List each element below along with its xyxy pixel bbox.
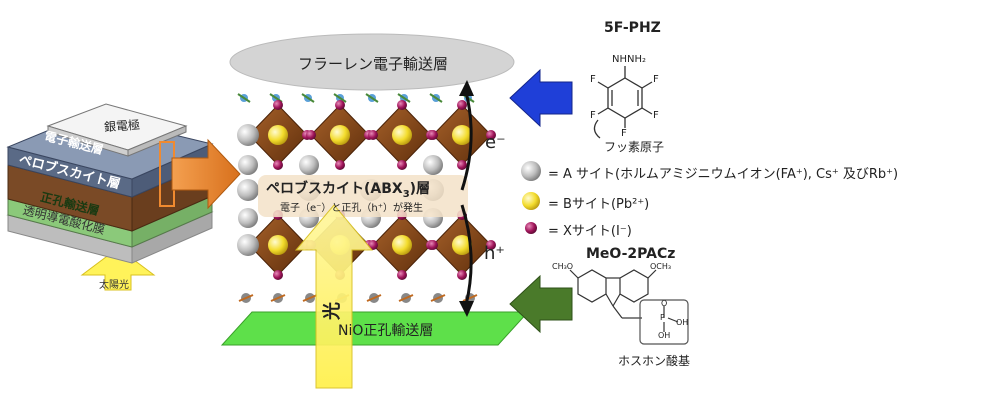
x-site-sphere [397, 270, 407, 280]
hole-label: h⁺ [484, 243, 505, 264]
phz-f2: F [653, 74, 659, 85]
b-site-sphere [268, 125, 288, 145]
a-site-sphere [238, 208, 258, 228]
b-site-sphere [392, 125, 412, 145]
a-site-sphere [423, 155, 443, 175]
electron-arrow [460, 91, 473, 191]
x-site-sphere [368, 130, 378, 140]
carrier-generation-label: 電子（e⁻）と正孔（h⁺）が発生 [280, 203, 424, 214]
etl-molecule-bond [429, 93, 443, 103]
stack-to-crystal-arrow [171, 138, 241, 210]
x-site-sphere [486, 130, 496, 140]
phz-structure [593, 66, 653, 139]
b-site-sphere [268, 235, 288, 255]
phz-f3: F [590, 110, 596, 121]
x-site-sphere [306, 130, 316, 140]
pacz-oh1: OH [676, 318, 689, 327]
x-site-sphere [457, 100, 467, 110]
a-site-sphere [299, 155, 319, 175]
x-site-sphere [428, 240, 438, 250]
etl-molecule-bond [365, 93, 379, 103]
sunlight-label: 太陽光 [99, 280, 129, 291]
x-site-sphere [273, 160, 283, 170]
htl-molecule-bond [462, 294, 478, 302]
perovskite-abx-sub: 3 [402, 188, 410, 200]
phz-f1: F [590, 74, 596, 85]
legend-x-text: = Xサイト(I⁻) [548, 224, 632, 239]
etl-molecule-bond [301, 93, 315, 103]
light-arrow [294, 204, 374, 389]
x-site-sphere [273, 270, 283, 280]
etl-molecule-bond [237, 93, 251, 103]
legend-b-sphere [522, 192, 540, 210]
x-site-sphere [457, 160, 467, 170]
electron-label: e⁻ [485, 132, 506, 153]
etl-molecule-bond [333, 93, 347, 103]
phz-f4: F [653, 110, 659, 121]
htl-molecule-bond [430, 294, 446, 302]
b-site-sphere [392, 235, 412, 255]
light-label: 光 [322, 302, 343, 320]
crystal-structure [220, 33, 530, 389]
pacz-ome-right: OCH₃ [650, 262, 672, 271]
b-site-sphere [452, 235, 472, 255]
legend-x-sphere [525, 222, 537, 234]
legend-a-sphere [521, 161, 541, 181]
pacz-structure [569, 269, 689, 345]
a-site-sphere [237, 234, 259, 256]
pacz-title: MeO-2PACz [586, 246, 676, 262]
htl-molecule-bond [270, 294, 286, 302]
phz-title: 5F-PHZ [604, 20, 661, 36]
b-site-sphere [330, 125, 350, 145]
htl-molecule-bond [238, 294, 254, 302]
phz-group: NHNH₂ [612, 54, 647, 65]
pacz-p: P [660, 313, 665, 322]
htl-molecule-bond [302, 294, 318, 302]
x-site-sphere [457, 270, 467, 280]
htl-molecule-bond [398, 294, 414, 302]
x-site-sphere [397, 160, 407, 170]
x-site-sphere [335, 160, 345, 170]
a-site-sphere [237, 179, 259, 201]
device-stack [6, 103, 241, 291]
etl-molecule-arrow [509, 68, 573, 128]
phz-note: フッ素原子 [604, 140, 665, 154]
pacz-oh2: OH [658, 331, 671, 340]
hole-arrow [460, 204, 473, 306]
htl-molecule-bond [366, 294, 382, 302]
b-site-sphere [452, 125, 472, 145]
silver-electrode-label: 銀電極 [103, 117, 141, 135]
a-site-sphere [237, 124, 259, 146]
a-site-sphere [238, 155, 258, 175]
perovskite-label-band [258, 175, 468, 217]
etl-molecule-bond [397, 93, 411, 103]
x-site-sphere [273, 100, 283, 110]
htl-molecule-arrow [509, 274, 573, 334]
perovskite-abx-tail: )層 [409, 181, 431, 197]
nio-label: NiO正孔輸送層 [338, 323, 434, 339]
perovskite-abx-main: ペロブスカイト(ABX [266, 181, 403, 197]
x-site-sphere [486, 240, 496, 250]
fullerene-layer [229, 33, 515, 91]
fullerene-label: フラーレン電子輸送層 [298, 55, 449, 73]
pacz-o: O [661, 299, 668, 308]
phz-f5: F [621, 128, 627, 139]
pacz-note: ホスホン酸基 [618, 354, 691, 368]
legend-b-text: = Bサイト(Pb²⁺) [548, 197, 650, 212]
pacz-ome-left: CH₃O [552, 262, 574, 271]
perovskite-abx-label: ペロブスカイト(ABX3)層 [266, 178, 430, 200]
legend-a-text: = A サイト(ホルムアミジニウムイオン(FA⁺), Cs⁺ 及びRb⁺) [548, 167, 899, 182]
x-site-sphere [428, 130, 438, 140]
x-site-sphere [397, 100, 407, 110]
x-site-sphere [335, 100, 345, 110]
